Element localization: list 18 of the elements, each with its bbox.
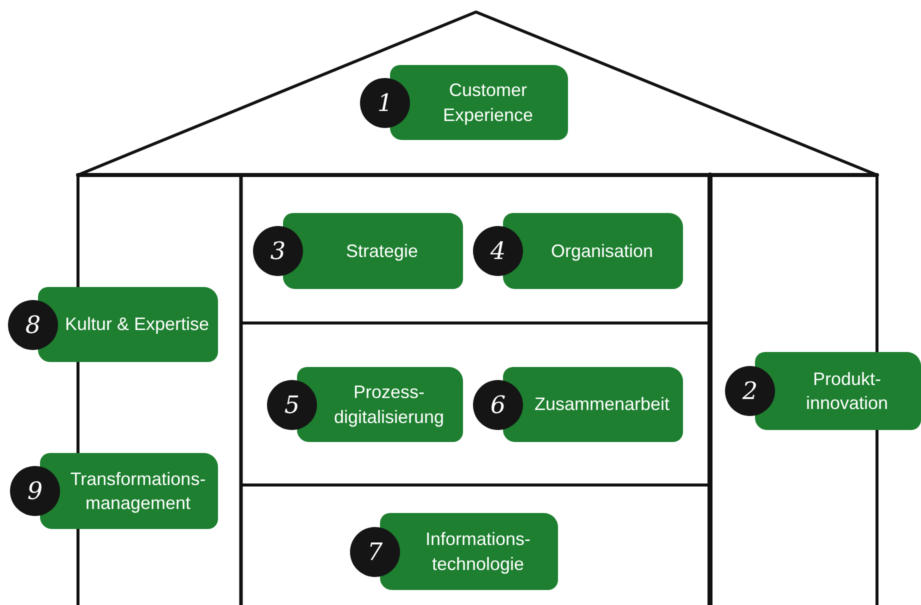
number-badge: 2 xyxy=(725,366,775,416)
number-badge: 4 xyxy=(473,226,523,276)
label-text: Kultur & Expertise xyxy=(64,313,210,336)
label-text: Zusammenarbeit xyxy=(534,393,670,416)
label-text: Customer Experience xyxy=(442,79,534,127)
number-badge: 9 xyxy=(10,466,60,516)
number-badge: 7 xyxy=(350,526,400,576)
number-badge: 8 xyxy=(8,300,58,350)
label-text: Transformations-management xyxy=(69,468,207,515)
label-text: Produkt-innovation xyxy=(804,368,890,415)
number-badge: 5 xyxy=(267,380,317,430)
number-badge: 3 xyxy=(253,226,303,276)
label-text: Prozess-digitalisierung xyxy=(332,381,446,429)
number-badge: 6 xyxy=(473,380,523,430)
label-text: Organisation xyxy=(550,240,654,263)
number-badge: 1 xyxy=(360,78,410,128)
label-text: Informations-technologie xyxy=(424,528,532,576)
label-text: Strategie xyxy=(346,240,418,263)
